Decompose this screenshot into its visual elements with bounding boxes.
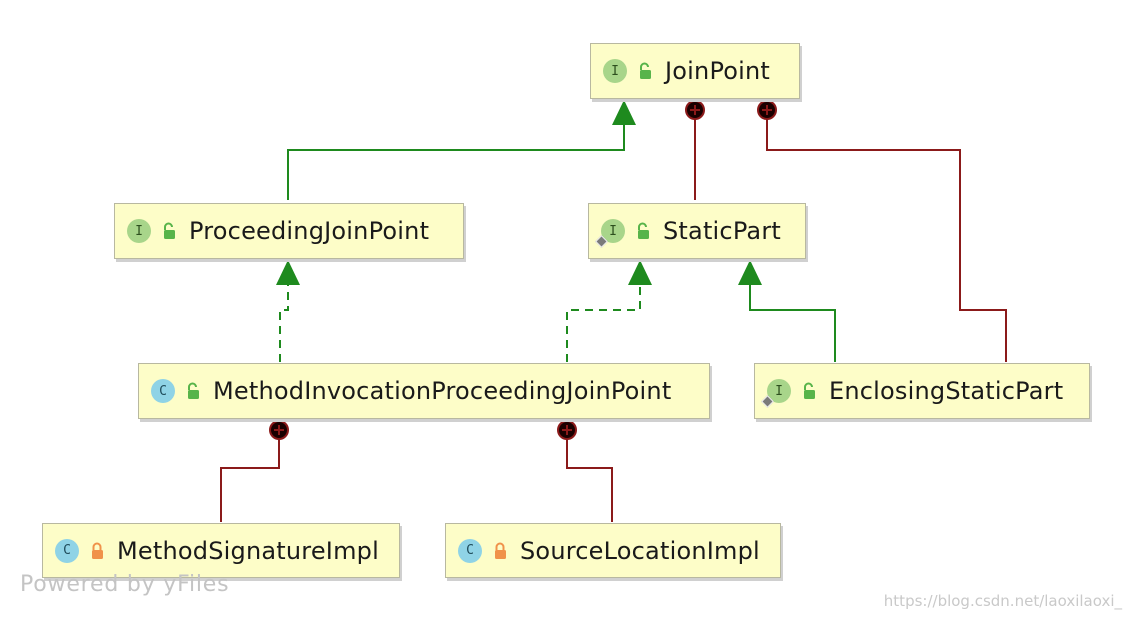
static-interface-icon: I xyxy=(761,379,791,408)
nested-marker-staticpart xyxy=(685,100,705,120)
unlock-icon xyxy=(188,382,199,399)
edge-mipjp-implements-staticpart xyxy=(566,262,641,362)
class-icon: C xyxy=(458,538,482,563)
node-enclosing-staticpart[interactable]: I EnclosingStaticPart xyxy=(754,363,1090,419)
node-label: MethodInvocationProceedingJoinPoint xyxy=(213,377,672,405)
lock-icon xyxy=(92,542,103,559)
static-interface-icon: I xyxy=(595,219,625,248)
arrow-head-proceeding xyxy=(276,260,300,285)
node-label: ProceedingJoinPoint xyxy=(189,217,430,245)
node-label: MethodSignatureImpl xyxy=(117,536,379,565)
node-source-location-impl[interactable]: C SourceLocationImpl xyxy=(445,523,781,578)
nested-marker-sourceloc xyxy=(557,420,577,440)
interface-icon: I xyxy=(603,59,627,83)
nested-marker-methodsig xyxy=(269,420,289,440)
node-proceeding-joinpoint[interactable]: I ProceedingJoinPoint xyxy=(114,203,464,259)
unlock-icon xyxy=(164,222,175,239)
unlock-icon xyxy=(640,62,651,79)
watermark-url: https://blog.csdn.net/laoxilaoxi_ xyxy=(883,592,1122,610)
node-staticpart[interactable]: I StaticPart xyxy=(588,203,806,259)
edge-enclosing-extends-staticpart xyxy=(749,262,836,362)
node-method-invocation-proceeding-joinpoint[interactable]: C MethodInvocationProceedingJoinPoint xyxy=(138,363,710,419)
node-label: EnclosingStaticPart xyxy=(829,377,1064,405)
node-label: SourceLocationImpl xyxy=(520,536,760,565)
nested-marker-enclosing xyxy=(757,100,777,120)
arrow-head-staticpart-right xyxy=(738,260,762,285)
class-icon: C xyxy=(55,538,79,563)
arrow-head-staticpart-left xyxy=(628,260,652,285)
arrow-head-joinpoint xyxy=(612,100,636,125)
node-joinpoint[interactable]: I JoinPoint xyxy=(590,43,800,99)
edge-mipjp-implements-proceeding xyxy=(279,262,289,362)
powered-by-footer: Powered by yFiles xyxy=(20,572,230,597)
edge-proceeding-extends-joinpoint xyxy=(287,103,625,200)
class-icon: C xyxy=(151,379,175,403)
node-label: StaticPart xyxy=(663,217,782,245)
unlock-icon xyxy=(638,222,649,239)
node-method-signature-impl[interactable]: C MethodSignatureImpl xyxy=(42,523,400,578)
unlock-icon xyxy=(804,382,815,399)
node-label: JoinPoint xyxy=(665,57,771,85)
interface-icon: I xyxy=(127,219,151,243)
edge-enclosing-nested-in-joinpoint xyxy=(766,112,1007,362)
edge-sourceloc-nested-in-mipjp xyxy=(566,432,613,522)
edge-methodsig-nested-in-mipjp xyxy=(220,432,280,522)
lock-icon xyxy=(495,542,506,559)
